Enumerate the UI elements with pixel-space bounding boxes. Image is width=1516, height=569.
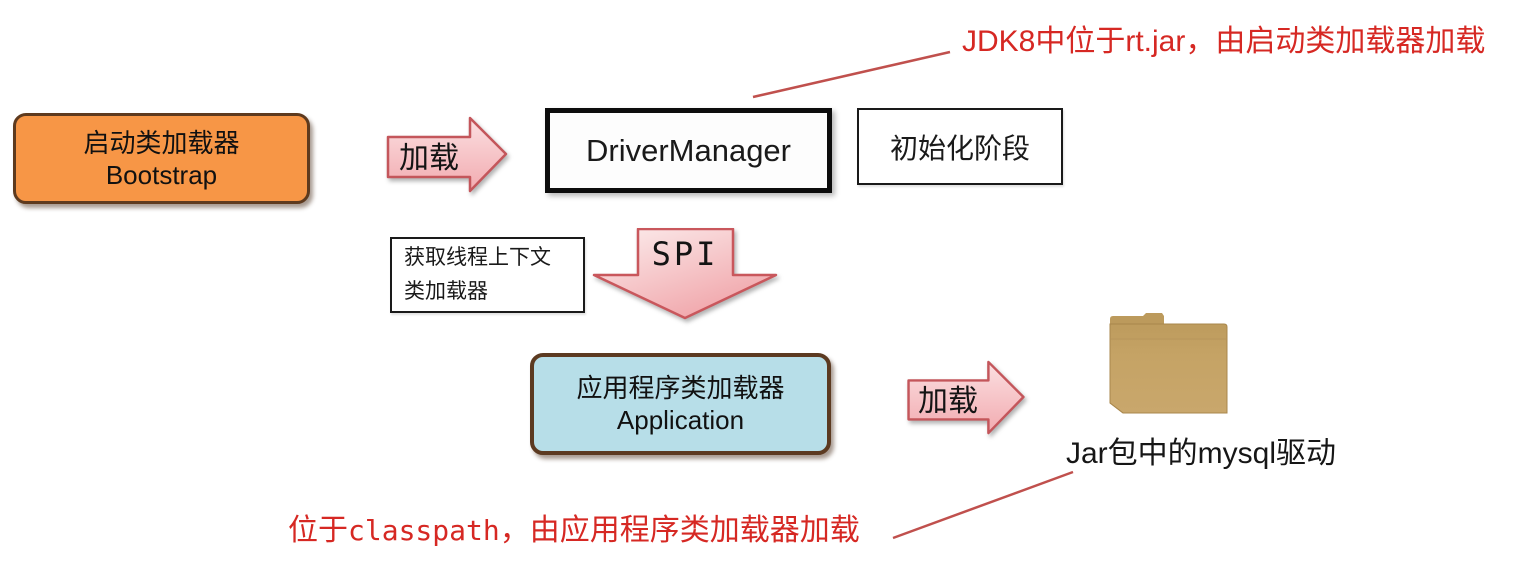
load-arrow-top: 加载 bbox=[386, 116, 508, 193]
thread-context-line1: 获取线程上下文 bbox=[404, 246, 551, 269]
note-classpath-suffix: ，由应用程序类加载器加载 bbox=[499, 514, 860, 547]
note-jdk8-rtjar: JDK8中位于rt.jar，由启动类加载器加载 bbox=[962, 25, 1486, 58]
note-classpath-code: classpath bbox=[348, 514, 500, 547]
application-loader-box: 应用程序类加载器 Application bbox=[530, 353, 831, 455]
application-loader-title: 应用程序类加载器 bbox=[576, 373, 785, 403]
bottom-callout-line bbox=[892, 470, 1074, 540]
right-arrow-icon bbox=[907, 360, 1025, 435]
thread-context-box: 获取线程上下文 类加载器 bbox=[390, 237, 585, 313]
note-classpath-prefix: 位于 bbox=[288, 514, 348, 547]
spi-arrow: SPI bbox=[592, 228, 778, 320]
bootstrap-loader-box: 启动类加载器 Bootstrap bbox=[13, 113, 310, 204]
driver-manager-box: DriverManager bbox=[545, 108, 832, 193]
folder-icon bbox=[1109, 313, 1228, 414]
load-arrow-bottom-label: 加载 bbox=[918, 384, 978, 418]
note-classpath: 位于classpath，由应用程序类加载器加载 bbox=[288, 513, 860, 549]
init-phase-label: 初始化阶段 bbox=[889, 132, 1030, 164]
bootstrap-loader-subtitle: Bootstrap bbox=[105, 159, 218, 190]
right-arrow-icon bbox=[386, 116, 508, 193]
load-arrow-top-label: 加载 bbox=[399, 141, 459, 175]
bootstrap-loader-title: 启动类加载器 bbox=[83, 127, 240, 158]
init-phase-box: 初始化阶段 bbox=[857, 108, 1063, 185]
spi-arrow-label: SPI bbox=[651, 235, 719, 273]
jar-folder-caption: Jar包中的mysql驱动 bbox=[1065, 437, 1336, 470]
down-arrow-icon bbox=[592, 228, 778, 320]
load-arrow-bottom: 加载 bbox=[905, 360, 1027, 435]
top-callout-line bbox=[752, 50, 951, 99]
application-loader-subtitle: Application bbox=[616, 405, 745, 435]
driver-manager-label: DriverManager bbox=[585, 132, 791, 168]
thread-context-line2: 类加载器 bbox=[404, 280, 488, 303]
